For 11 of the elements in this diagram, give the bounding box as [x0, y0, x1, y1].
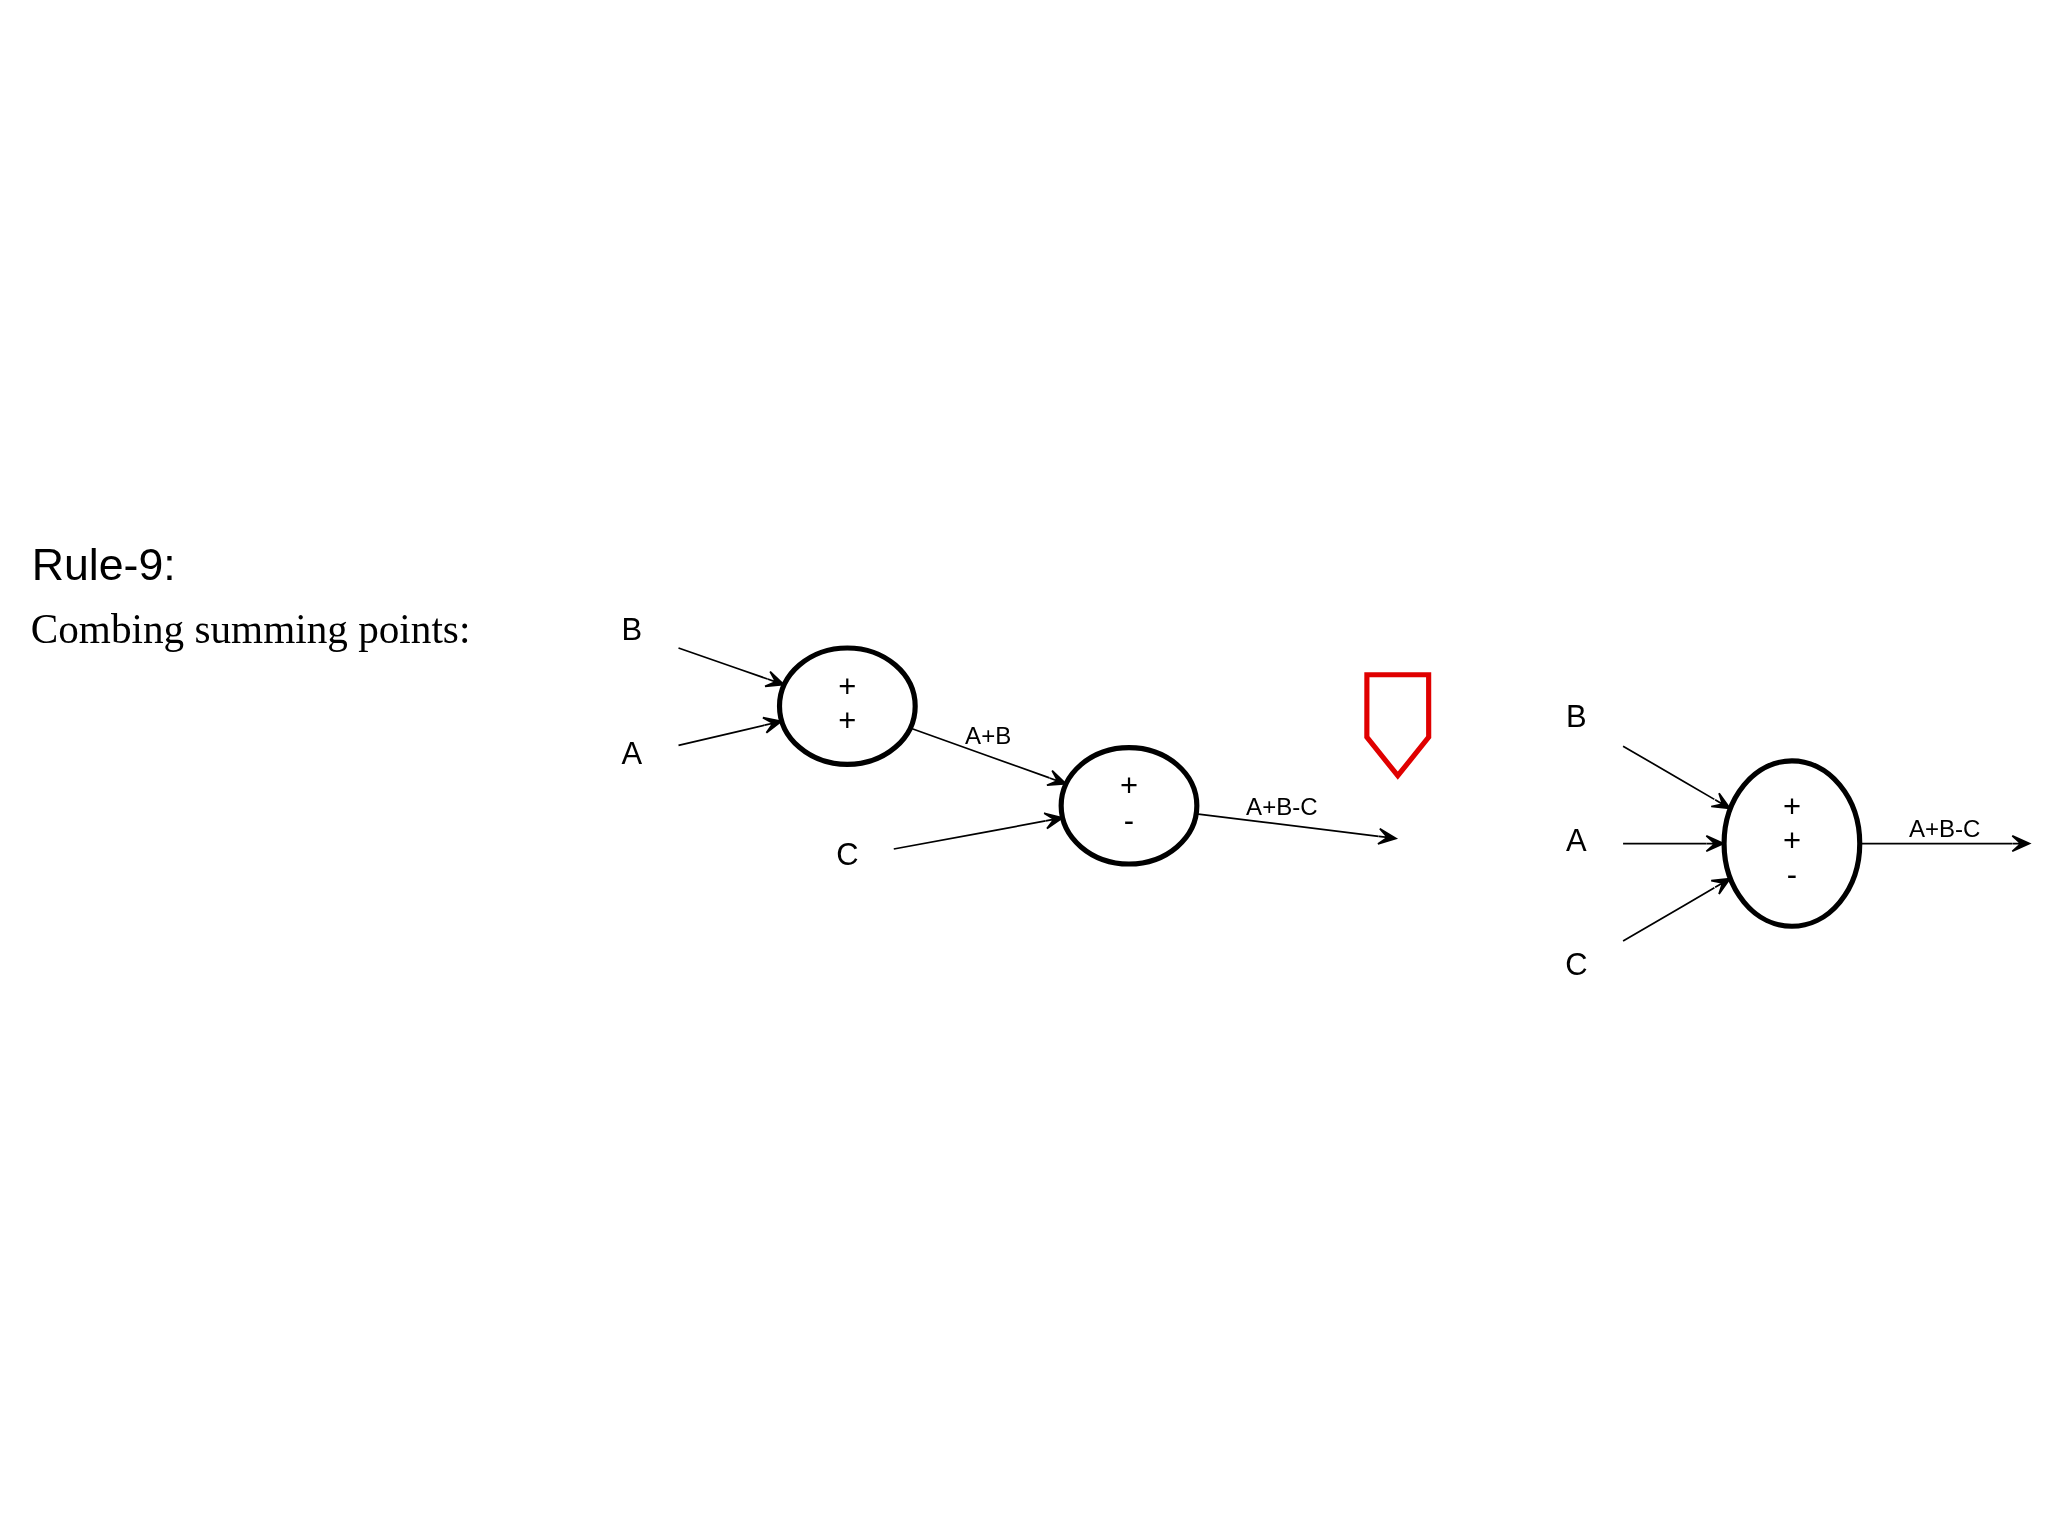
node-text: C — [836, 836, 859, 872]
node-text: A — [621, 735, 643, 771]
edge-label: A+B — [965, 722, 1012, 750]
diagram-title: Rule-9: — [31, 540, 176, 590]
edge-label: A+B-C — [1909, 815, 1981, 843]
node-text: C — [1565, 946, 1588, 982]
edge-label: A+B-C — [1246, 792, 1318, 820]
label: Combing summing points: — [30, 605, 471, 652]
node-text: A — [1566, 823, 1587, 859]
node-text: B — [621, 611, 643, 647]
node-text: B — [1566, 699, 1587, 735]
